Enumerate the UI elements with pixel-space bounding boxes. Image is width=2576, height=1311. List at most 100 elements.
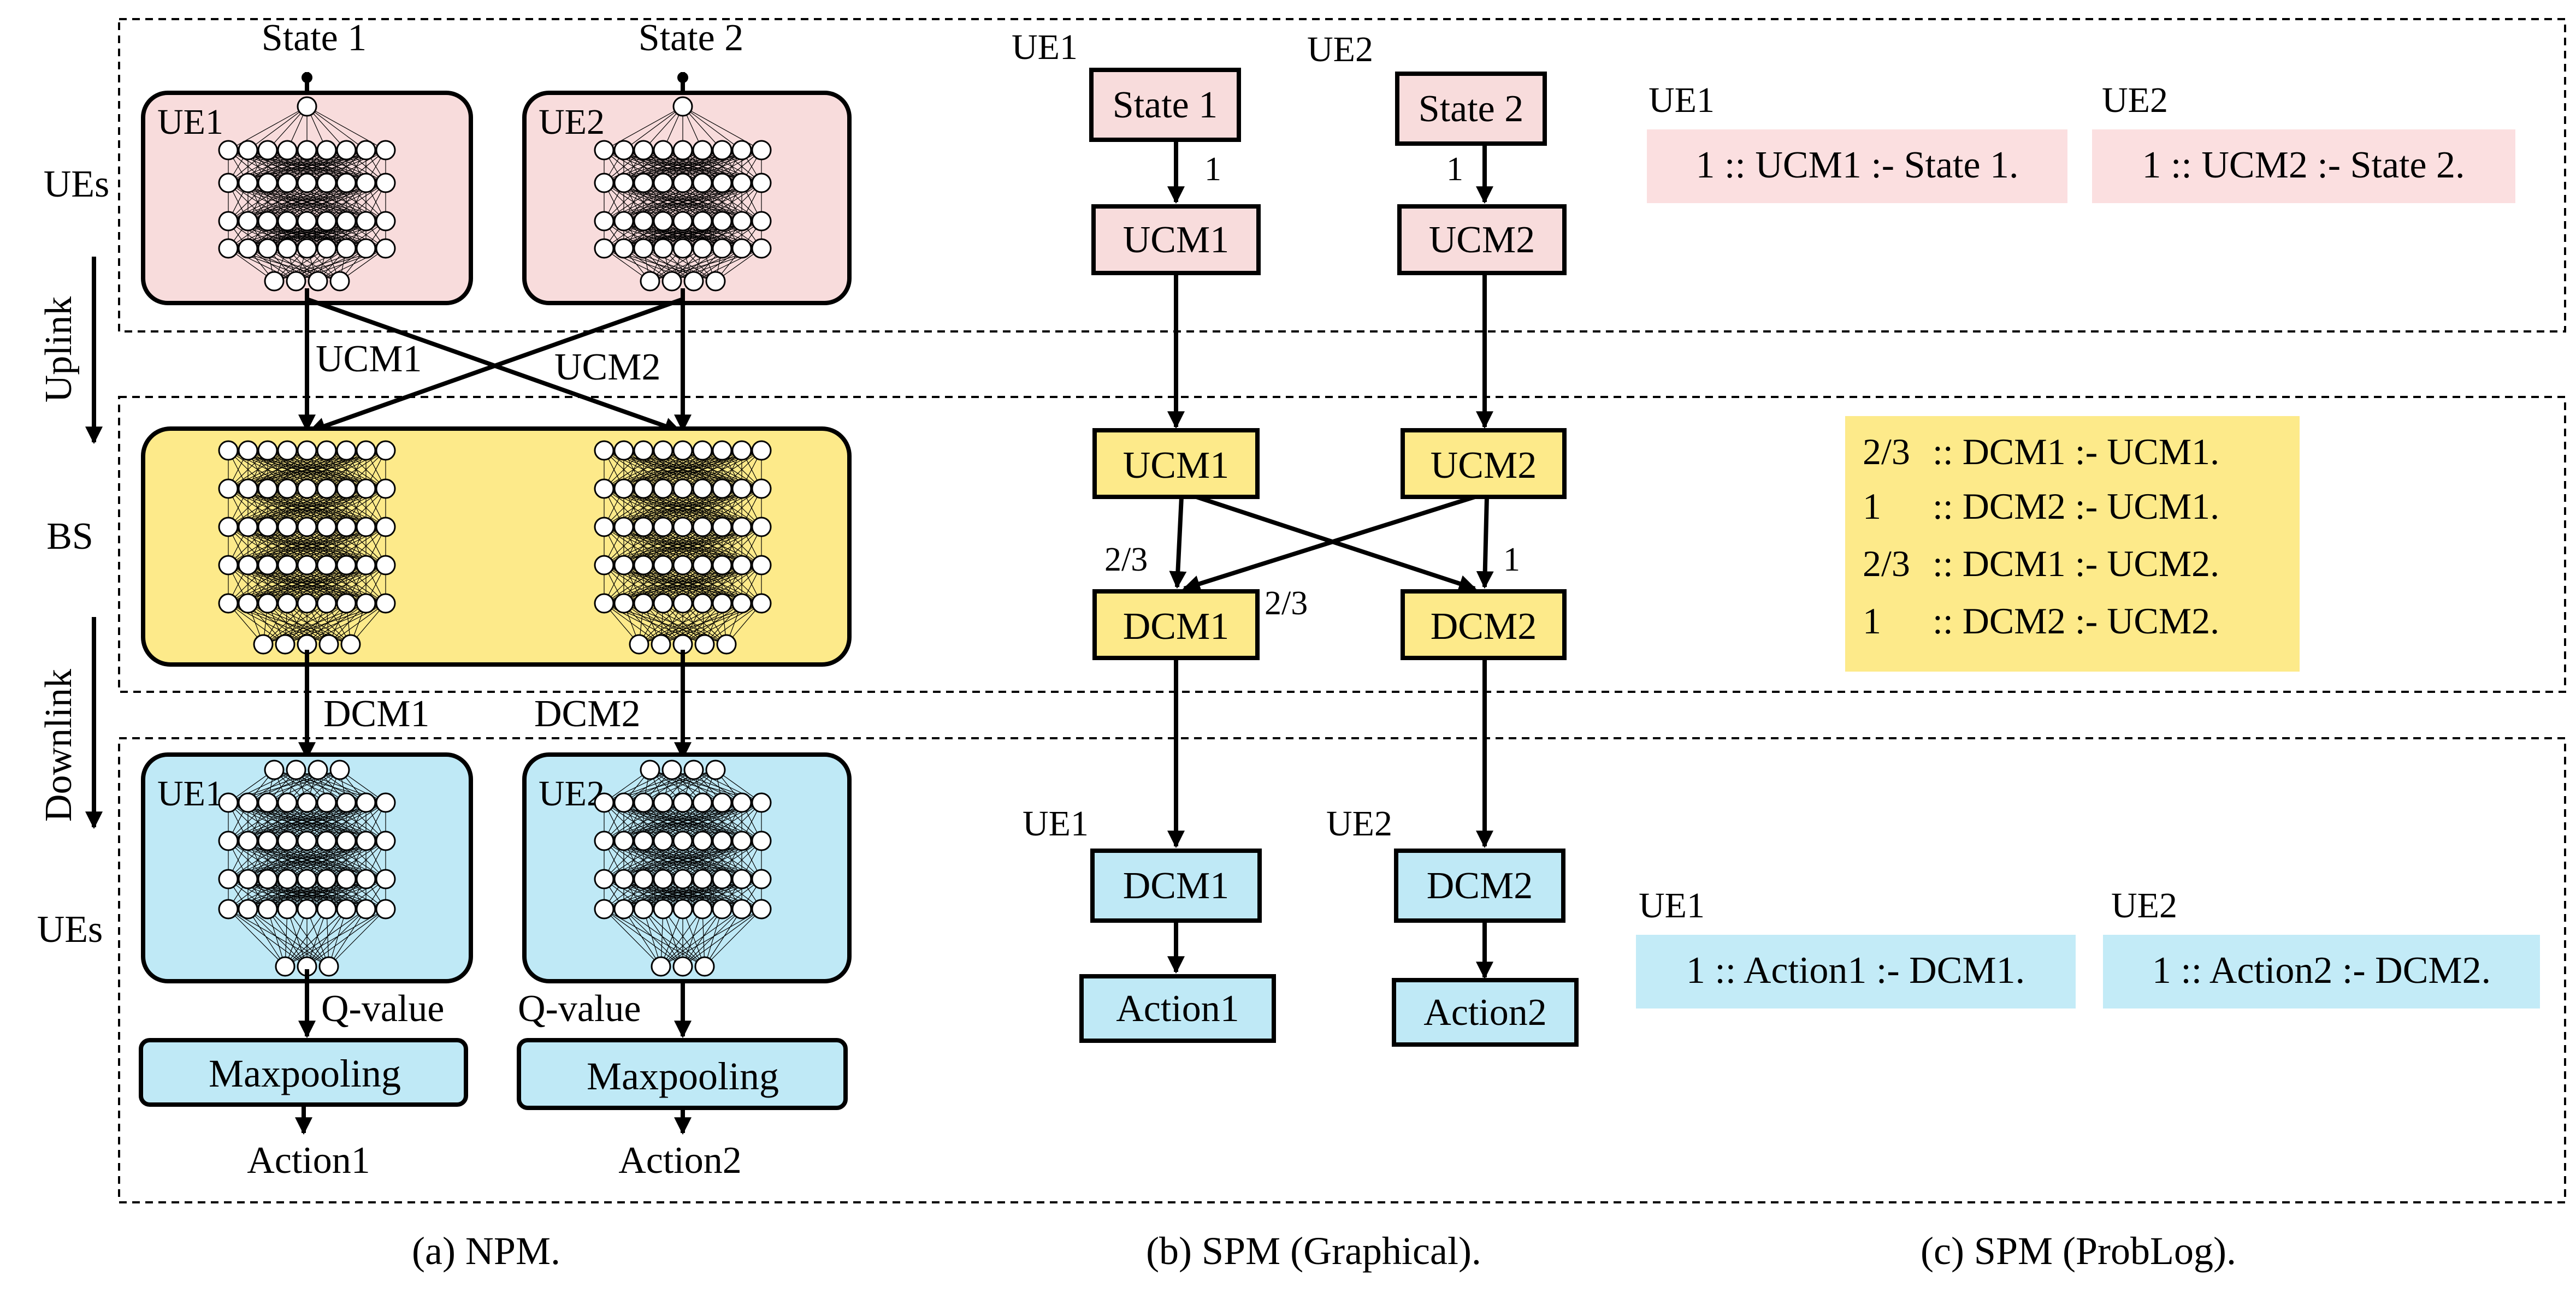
network-node — [712, 211, 732, 232]
network-node — [277, 211, 298, 232]
network-node — [731, 478, 752, 499]
network-node — [218, 211, 239, 232]
network-node — [218, 238, 239, 259]
spm-action2-label: Action2 — [1423, 992, 1547, 1034]
network-node — [238, 440, 258, 461]
network-node — [336, 792, 357, 813]
network-node — [692, 555, 713, 576]
npm-maxpool-1-label: Maxpooling — [209, 1052, 401, 1095]
problog-bs-rule-4-body: :: DCM2 :- UCM2. — [1933, 600, 2219, 642]
spm-ucm1-dcm1-arrow — [1169, 496, 1187, 589]
network-node — [238, 869, 258, 889]
network-node — [712, 831, 732, 851]
network-node — [633, 238, 654, 259]
network-node — [751, 478, 772, 499]
network-node — [356, 173, 376, 193]
network-connection — [228, 603, 286, 645]
network-node — [286, 760, 306, 780]
npm-qvalue-1: Q-value — [321, 988, 444, 1030]
network-node — [257, 593, 278, 614]
network-node — [751, 238, 772, 259]
network-node — [613, 831, 634, 851]
network-connection — [660, 603, 723, 645]
network-connection — [306, 909, 367, 967]
network-node — [633, 899, 654, 920]
network-connection — [228, 221, 288, 249]
network-node — [653, 555, 673, 576]
network-node — [257, 440, 278, 461]
network-node — [672, 517, 693, 537]
npm-ue2-top-label: UE2 — [539, 102, 605, 142]
network-node — [308, 760, 328, 780]
network-node — [316, 869, 337, 889]
network-node — [336, 440, 357, 461]
region-bs — [118, 396, 2566, 693]
network-node — [218, 173, 239, 193]
network-node — [257, 140, 278, 161]
npm-ue1-bottom-label: UE1 — [157, 774, 223, 814]
problog-ue1-bottom-bg — [1636, 935, 2076, 1009]
network-node — [594, 478, 615, 499]
network-node — [672, 792, 693, 813]
network-node — [594, 517, 615, 537]
problog-ue2-top-rule: 1 :: UCM2 :- State 2. — [2142, 144, 2465, 186]
network-node — [731, 555, 752, 576]
network-node — [297, 173, 317, 193]
network-connection — [247, 909, 308, 967]
network-node — [336, 555, 357, 576]
network-node — [218, 517, 239, 537]
network-node — [594, 140, 615, 161]
npm-maxpool-2-label: Maxpooling — [587, 1054, 779, 1098]
network-node — [712, 173, 732, 193]
network-connection — [643, 909, 705, 967]
network-node — [731, 593, 752, 614]
network-node — [277, 555, 298, 576]
region-ue-bottom — [118, 737, 2566, 1203]
network-node — [594, 792, 615, 813]
network-connection — [704, 603, 762, 645]
network-connection — [604, 879, 664, 910]
network-node — [613, 140, 634, 161]
network-connection — [267, 909, 308, 967]
network-node — [694, 956, 715, 977]
caption-spm-problog: (c) SPM (ProbLog). — [1921, 1229, 2236, 1273]
spm-ucm1-ue-box — [1091, 204, 1261, 275]
network-connection — [326, 565, 386, 604]
network-node — [692, 440, 713, 461]
network-node — [238, 593, 258, 614]
network-node — [633, 593, 654, 614]
label-bs: BS — [46, 515, 93, 557]
network-connection — [285, 909, 347, 967]
network-node — [375, 792, 396, 813]
network-node — [238, 238, 258, 259]
network-node — [336, 140, 357, 161]
network-connection — [604, 221, 664, 249]
network-node — [751, 517, 772, 537]
network-connection — [604, 150, 664, 183]
network-connection — [228, 526, 288, 566]
network-connection — [702, 526, 762, 566]
network-node — [316, 831, 337, 851]
network-connection — [328, 603, 386, 645]
network-node — [653, 899, 673, 920]
network-node — [238, 899, 258, 920]
spm-dcm1-ue-label: DCM1 — [1123, 865, 1229, 907]
network-connection — [263, 603, 327, 645]
network-node — [613, 478, 634, 499]
network-connection — [660, 909, 742, 967]
network-node — [277, 831, 298, 851]
network-node — [238, 555, 258, 576]
network-connection — [604, 182, 664, 222]
network-node — [672, 956, 693, 977]
network-node — [238, 517, 258, 537]
network-connection — [643, 603, 705, 645]
problog-bs-bg — [1845, 416, 2300, 672]
network-node — [277, 593, 298, 614]
problog-ue1-top-label: UE1 — [1649, 80, 1715, 120]
network-node — [594, 869, 615, 889]
network-node — [683, 271, 704, 292]
npm-ucm1-label: UCM1 — [316, 338, 422, 380]
network-connection — [702, 840, 762, 880]
network-connection — [702, 182, 762, 222]
network-connection — [247, 603, 308, 645]
